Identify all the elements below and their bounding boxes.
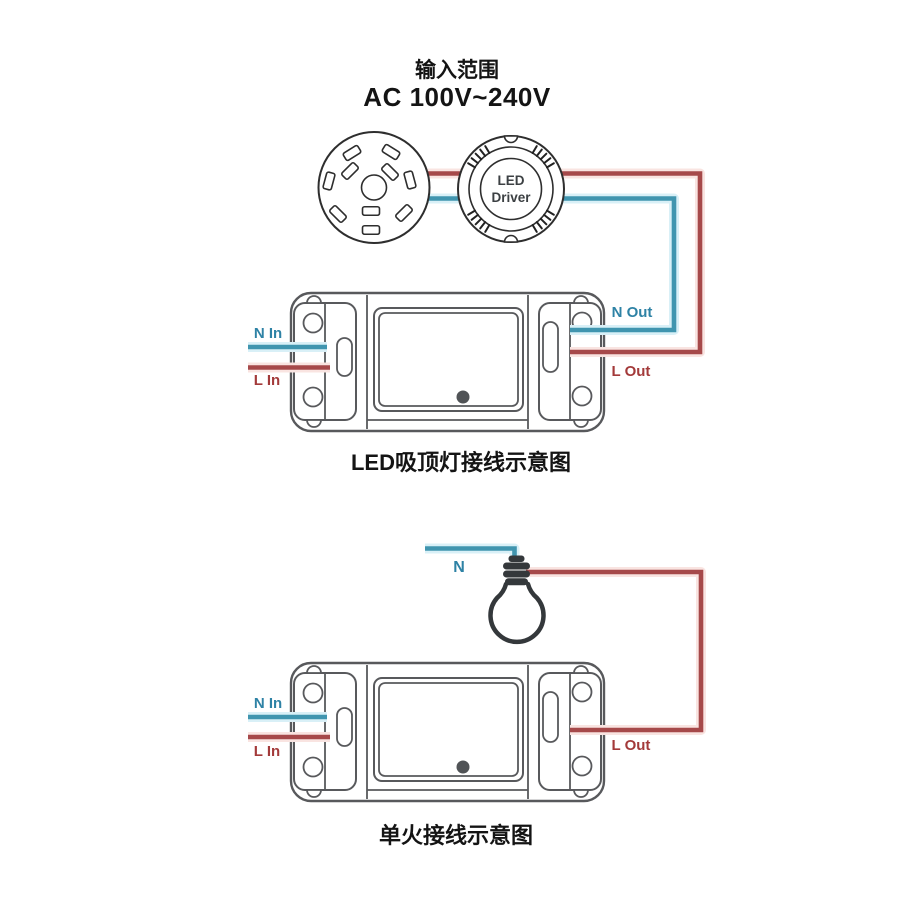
bulb-cap-ring <box>503 570 530 578</box>
led-chip-icon <box>329 205 347 223</box>
driver-hatch-marks <box>467 145 555 233</box>
diagram-led-ceiling: LED Driver N In L In N Out L Out LED吸顶灯接… <box>248 131 705 475</box>
driver-notch-icon <box>503 135 519 144</box>
bulb-cap-ring <box>503 562 530 570</box>
led-chip-icon <box>381 143 401 161</box>
caption-single-fire: 单火接线示意图 <box>379 823 533 848</box>
label-l-out-2: L Out <box>612 737 651 754</box>
bulb-glass <box>488 581 546 645</box>
wires-diagram-2 <box>248 543 706 742</box>
led-chip-icon <box>341 162 359 180</box>
led-chip-icon <box>381 163 399 181</box>
led-chip-icon <box>322 171 336 191</box>
driver-label-line1: LED <box>498 173 525 188</box>
neutral-wire-bulb <box>425 546 517 560</box>
label-n-in-1: N In <box>254 325 282 342</box>
driver-ring <box>468 146 554 232</box>
label-l-in-1: L In <box>254 372 280 389</box>
bulb-cap-nub <box>508 555 525 562</box>
smart-switch-device-1 <box>289 291 606 433</box>
light-bulb-icon <box>488 555 546 645</box>
bulb-cap-ring <box>505 578 528 586</box>
led-chip-icon <box>342 144 362 162</box>
diagram-single-fire: N N In L In L Out 单火接线示意图 <box>248 543 706 848</box>
label-l-out-1: L Out <box>612 363 651 380</box>
caption-led-ceiling: LED吸顶灯接线示意图 <box>351 450 571 475</box>
live-wire-bulb-loop <box>526 569 704 733</box>
smart-switch-device-2 <box>289 661 606 803</box>
led-chips <box>322 143 417 236</box>
label-n-in-2: N In <box>254 695 282 712</box>
driver-notch-icon <box>503 234 519 243</box>
driver-label-line2: Driver <box>491 190 531 205</box>
led-chip-icon <box>395 204 413 222</box>
label-n-out-1: N Out <box>612 304 653 321</box>
driver-inner-circle <box>479 157 543 221</box>
led-chip-icon <box>403 170 417 190</box>
driver-outline <box>457 135 565 243</box>
led-chip-icon <box>361 205 381 217</box>
disc-center-hole <box>360 174 388 201</box>
voltage-range-text: AC 100V~240V <box>363 82 551 112</box>
led-driver: LED Driver <box>457 135 565 243</box>
label-neutral-bulb: N <box>453 559 465 576</box>
page-title: 输入范围 <box>415 58 499 82</box>
led-chip-icon <box>361 224 381 236</box>
label-l-in-2: L In <box>254 743 280 760</box>
led-pcb-disc <box>317 131 431 244</box>
